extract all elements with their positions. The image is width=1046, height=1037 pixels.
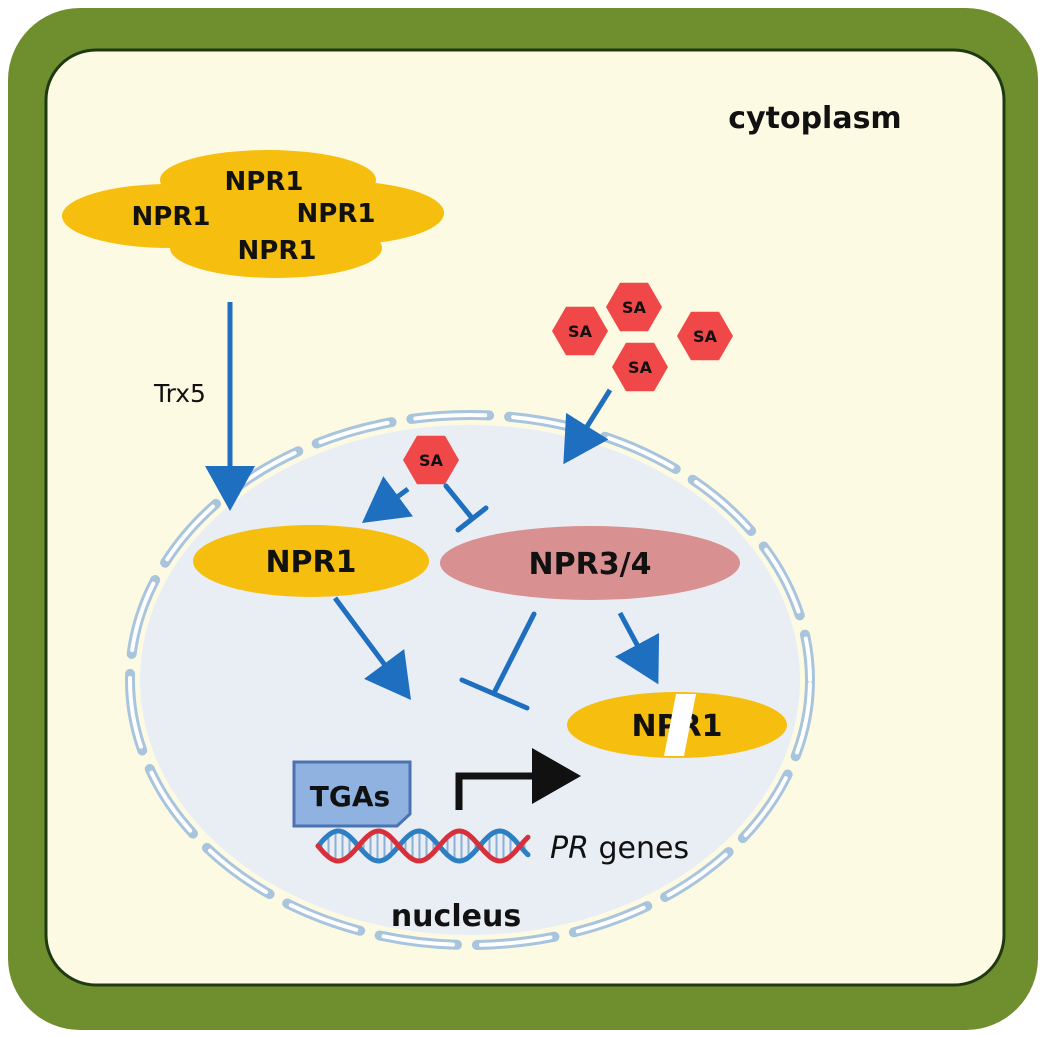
dna-strand-red xyxy=(315,828,531,864)
transcription-start-arrow xyxy=(455,748,581,810)
tgas-box xyxy=(292,760,412,828)
sa-inhibits-npr34-bar xyxy=(455,505,489,533)
npr1-oligomer: NPR1 NPR1 NPR1 NPR1 xyxy=(62,150,444,278)
npr34-label: NPR3/4 xyxy=(529,547,652,582)
npr34-degrades-npr1-arrow xyxy=(615,611,660,685)
sa-hexagon-shape xyxy=(677,311,733,361)
sa-hexagon-shape xyxy=(606,282,662,332)
sa-hexagon-shape xyxy=(403,435,459,485)
sa-molecule-nuclear xyxy=(403,435,459,485)
sa-label: SA xyxy=(628,358,653,377)
oligomer-label-left: NPR1 xyxy=(132,202,211,232)
nucleus-label: nucleus xyxy=(391,899,521,934)
pr-genes-italic: PR xyxy=(550,831,589,866)
sa-activates-npr1-arrow xyxy=(361,476,414,523)
sa-label: SA xyxy=(622,298,647,317)
sa-molecule xyxy=(552,306,608,356)
sa-hexagon-shape xyxy=(552,306,608,356)
sa-molecule xyxy=(677,311,733,361)
trx5-label: Trx5 xyxy=(153,379,206,408)
oligomer-label-bottom: NPR1 xyxy=(238,236,317,266)
npr34-inhibits-transcription-bar xyxy=(459,677,530,711)
sa-label: SA xyxy=(568,322,593,341)
cytoplasm-label: cytoplasm xyxy=(728,101,901,136)
sa-molecule xyxy=(606,282,662,332)
npr1-nuclear xyxy=(193,525,429,597)
sa-molecule xyxy=(612,342,668,392)
degradation-cleavage-mark xyxy=(664,694,696,756)
dna-strand-blue xyxy=(315,828,531,864)
tgas-label: TGAs xyxy=(310,780,390,813)
pr-genes-label: PR genes xyxy=(550,831,689,866)
oligomer-label-top: NPR1 xyxy=(225,167,304,197)
dna-helix xyxy=(315,828,531,864)
nuclear-envelope-inner xyxy=(128,413,812,947)
npr1-activates-transcription-arrow xyxy=(332,596,411,701)
sa-hexagon-shape xyxy=(612,342,668,392)
sa-label-nuclear: SA xyxy=(419,451,444,470)
sa-import-arrow xyxy=(563,388,613,465)
npr1-nuclear-label: NPR1 xyxy=(265,545,356,580)
oligomer-lobe-bottom xyxy=(170,218,382,278)
sa-cluster xyxy=(552,282,733,392)
npr34-inhibits-transcription-line xyxy=(492,611,537,694)
npr34 xyxy=(440,526,740,600)
sa-label: SA xyxy=(693,327,718,346)
sa-inhibits-npr34-line xyxy=(443,483,475,521)
pr-genes-rest: genes xyxy=(589,831,689,866)
oligomer-label-right: NPR1 xyxy=(297,199,376,229)
